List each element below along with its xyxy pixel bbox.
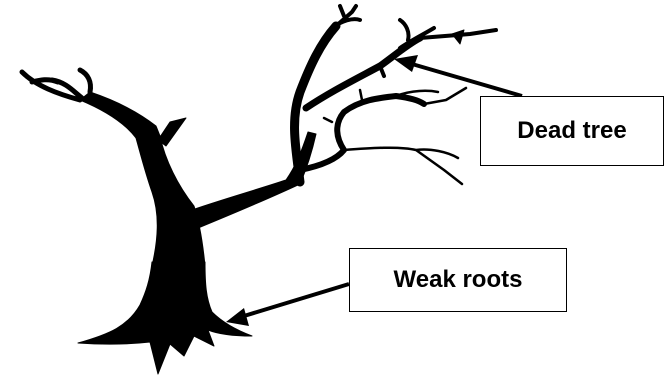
arrow-dead-tree xyxy=(394,55,523,98)
arrow-weak-roots-head xyxy=(226,308,249,326)
label-dead-tree-text: Dead tree xyxy=(517,117,627,144)
label-weak-roots-text: Weak roots xyxy=(393,266,523,293)
arrow-dead-tree-shaft xyxy=(411,62,523,98)
tree-branch-right xyxy=(185,131,317,229)
arrow-weak-roots-shaft xyxy=(243,282,350,318)
tree-knot xyxy=(451,29,465,45)
tree-limb-upper xyxy=(290,21,341,187)
tree-branch-left-tip xyxy=(19,67,93,103)
tree-branch-left xyxy=(79,91,161,139)
dead-tree-silhouette xyxy=(19,4,498,375)
label-weak-roots: Weak roots xyxy=(349,248,567,312)
tree-roots xyxy=(77,261,253,375)
arrow-dead-tree-head xyxy=(394,55,418,72)
tree-limb-curl xyxy=(297,93,427,173)
tree-trunk xyxy=(135,135,206,267)
tree-limb-upper-tips xyxy=(334,4,362,28)
arrow-weak-roots xyxy=(226,282,350,326)
tree-limb-middle-tips xyxy=(378,18,498,78)
tree-stub xyxy=(157,117,187,147)
tree-limb-curl-twigs xyxy=(322,86,468,186)
label-dead-tree: Dead tree xyxy=(480,96,664,166)
